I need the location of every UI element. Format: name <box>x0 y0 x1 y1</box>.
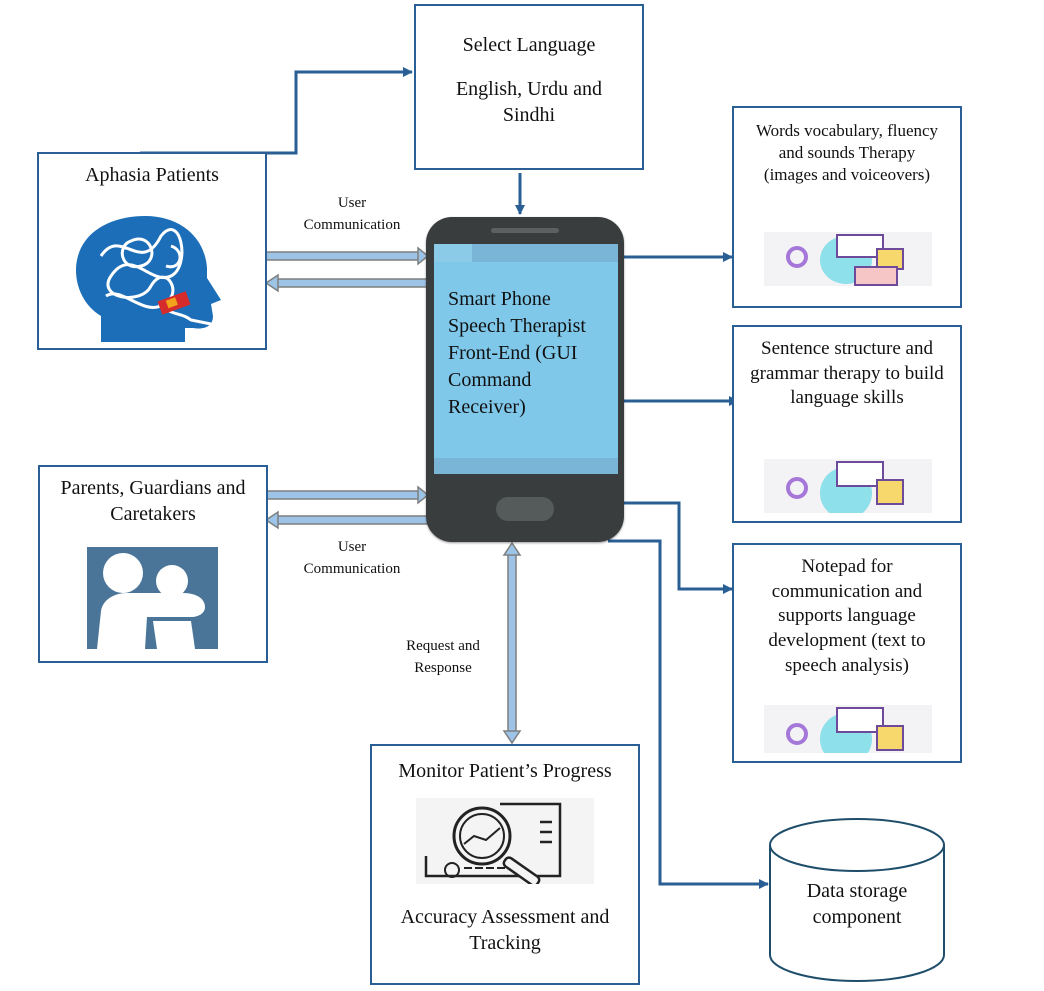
language-learning-icon <box>764 459 932 513</box>
phone-screen: Smart Phone Speech Therapist Front-End (… <box>434 244 618 474</box>
user-communication-label-top: User Communication <box>303 195 401 233</box>
notepad-box: Notepad for communication and supports l… <box>732 543 962 763</box>
magnifier-chart-icon <box>416 798 594 884</box>
language-options: English, Urdu and Sindhi <box>455 78 603 126</box>
arrow-patients-to-language <box>140 67 413 155</box>
language-learning-icon <box>764 705 932 753</box>
caregiver-hug-icon <box>87 547 218 649</box>
user-communication-label-bottom: User Communication <box>303 539 401 577</box>
sentence-therapy-title: Sentence structure and grammar therapy t… <box>750 338 944 409</box>
monitor-progress-title: Monitor Patient’s Progress <box>398 760 612 782</box>
notepad-title: Notepad for communication and supports l… <box>768 556 926 676</box>
parents-guardians-box: Parents, Guardians and Caretakers <box>38 465 268 663</box>
arrow-phone-to-patients <box>264 273 429 293</box>
words-therapy-title: Words vocabulary, fluency and sounds The… <box>755 121 939 185</box>
aphasia-patients-box: Aphasia Patients <box>37 152 267 350</box>
sentence-therapy-box: Sentence structure and grammar therapy t… <box>732 325 962 523</box>
arrow-phone-to-storage <box>608 539 769 889</box>
parents-guardians-title: Parents, Guardians and Caretakers <box>60 477 246 525</box>
head-tangled-thoughts-icon <box>76 216 221 342</box>
language-learning-icon <box>764 232 932 286</box>
phone-label: Smart Phone Speech Therapist Front-End (… <box>448 288 586 418</box>
monitor-progress-box: Monitor Patient’s Progress Accuracy Asse… <box>370 744 640 985</box>
aphasia-patients-title: Aphasia Patients <box>85 164 219 186</box>
arrow-request-response <box>502 541 522 745</box>
select-language-box: Select Language English, Urdu and Sindhi <box>414 4 644 170</box>
select-language-title: Select Language <box>462 34 596 56</box>
arrow-phone-to-parents <box>264 510 429 530</box>
phone-speaker <box>491 228 559 233</box>
arrow-parents-to-phone <box>265 485 430 505</box>
monitor-progress-subtitle: Accuracy Assessment and Tracking <box>400 906 610 954</box>
request-response-label: Request and Response <box>406 638 480 676</box>
arrow-patients-to-phone <box>265 246 430 266</box>
arrow-phone-to-notepad <box>624 501 733 594</box>
smartphone: Smart Phone Speech Therapist Front-End (… <box>426 217 624 542</box>
data-storage-title: Data storage component <box>806 880 908 928</box>
phone-home-button <box>496 497 554 521</box>
words-therapy-box: Words vocabulary, fluency and sounds The… <box>732 106 962 308</box>
data-storage-cylinder <box>769 818 945 982</box>
